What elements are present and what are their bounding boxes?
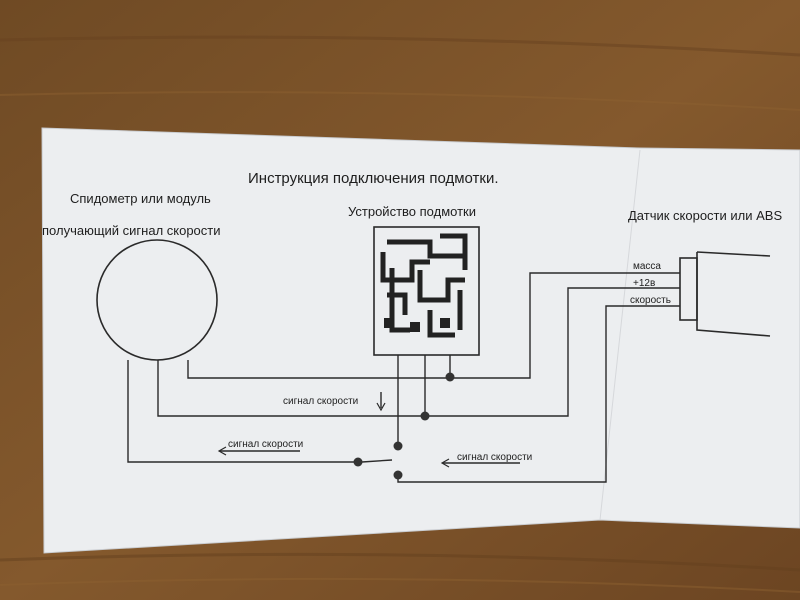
pcb-pattern — [380, 233, 468, 338]
speedometer-label-line1: Спидометр или модуль — [70, 191, 211, 206]
signal-label-sensor: сигнал скорости — [457, 452, 532, 463]
ground-wire — [187, 272, 680, 379]
pin-power-label: +12в — [633, 278, 655, 289]
sensor-connector — [679, 251, 771, 337]
pcb-pads — [384, 318, 450, 332]
device-box — [373, 226, 480, 356]
switch — [361, 459, 393, 463]
sensor-label: Датчик скорости или ABS — [628, 208, 782, 223]
speedometer-label-line2: получающий сигнал скорости — [42, 223, 221, 238]
speed-wire-speedometer — [127, 360, 356, 463]
diagram-title: Инструкция подключения подмотки. — [248, 170, 499, 187]
arrow-left-icon — [217, 446, 300, 456]
power-wire — [157, 287, 680, 417]
signal-label-speedometer: сигнал скорости — [228, 439, 303, 450]
signal-label-device: сигнал скорости — [283, 396, 358, 407]
arrow-down-icon — [376, 392, 386, 412]
junction-dots — [353, 372, 455, 480]
device-label: Устройство подмотки — [348, 204, 476, 219]
arrow-left-icon — [440, 458, 520, 468]
pin-ground-label: масса — [633, 261, 661, 272]
pin-speed-label: скорость — [630, 295, 671, 306]
paper-sheet — [41, 127, 800, 554]
speedometer-circle — [96, 239, 218, 361]
speed-wire-sensor — [397, 305, 680, 483]
